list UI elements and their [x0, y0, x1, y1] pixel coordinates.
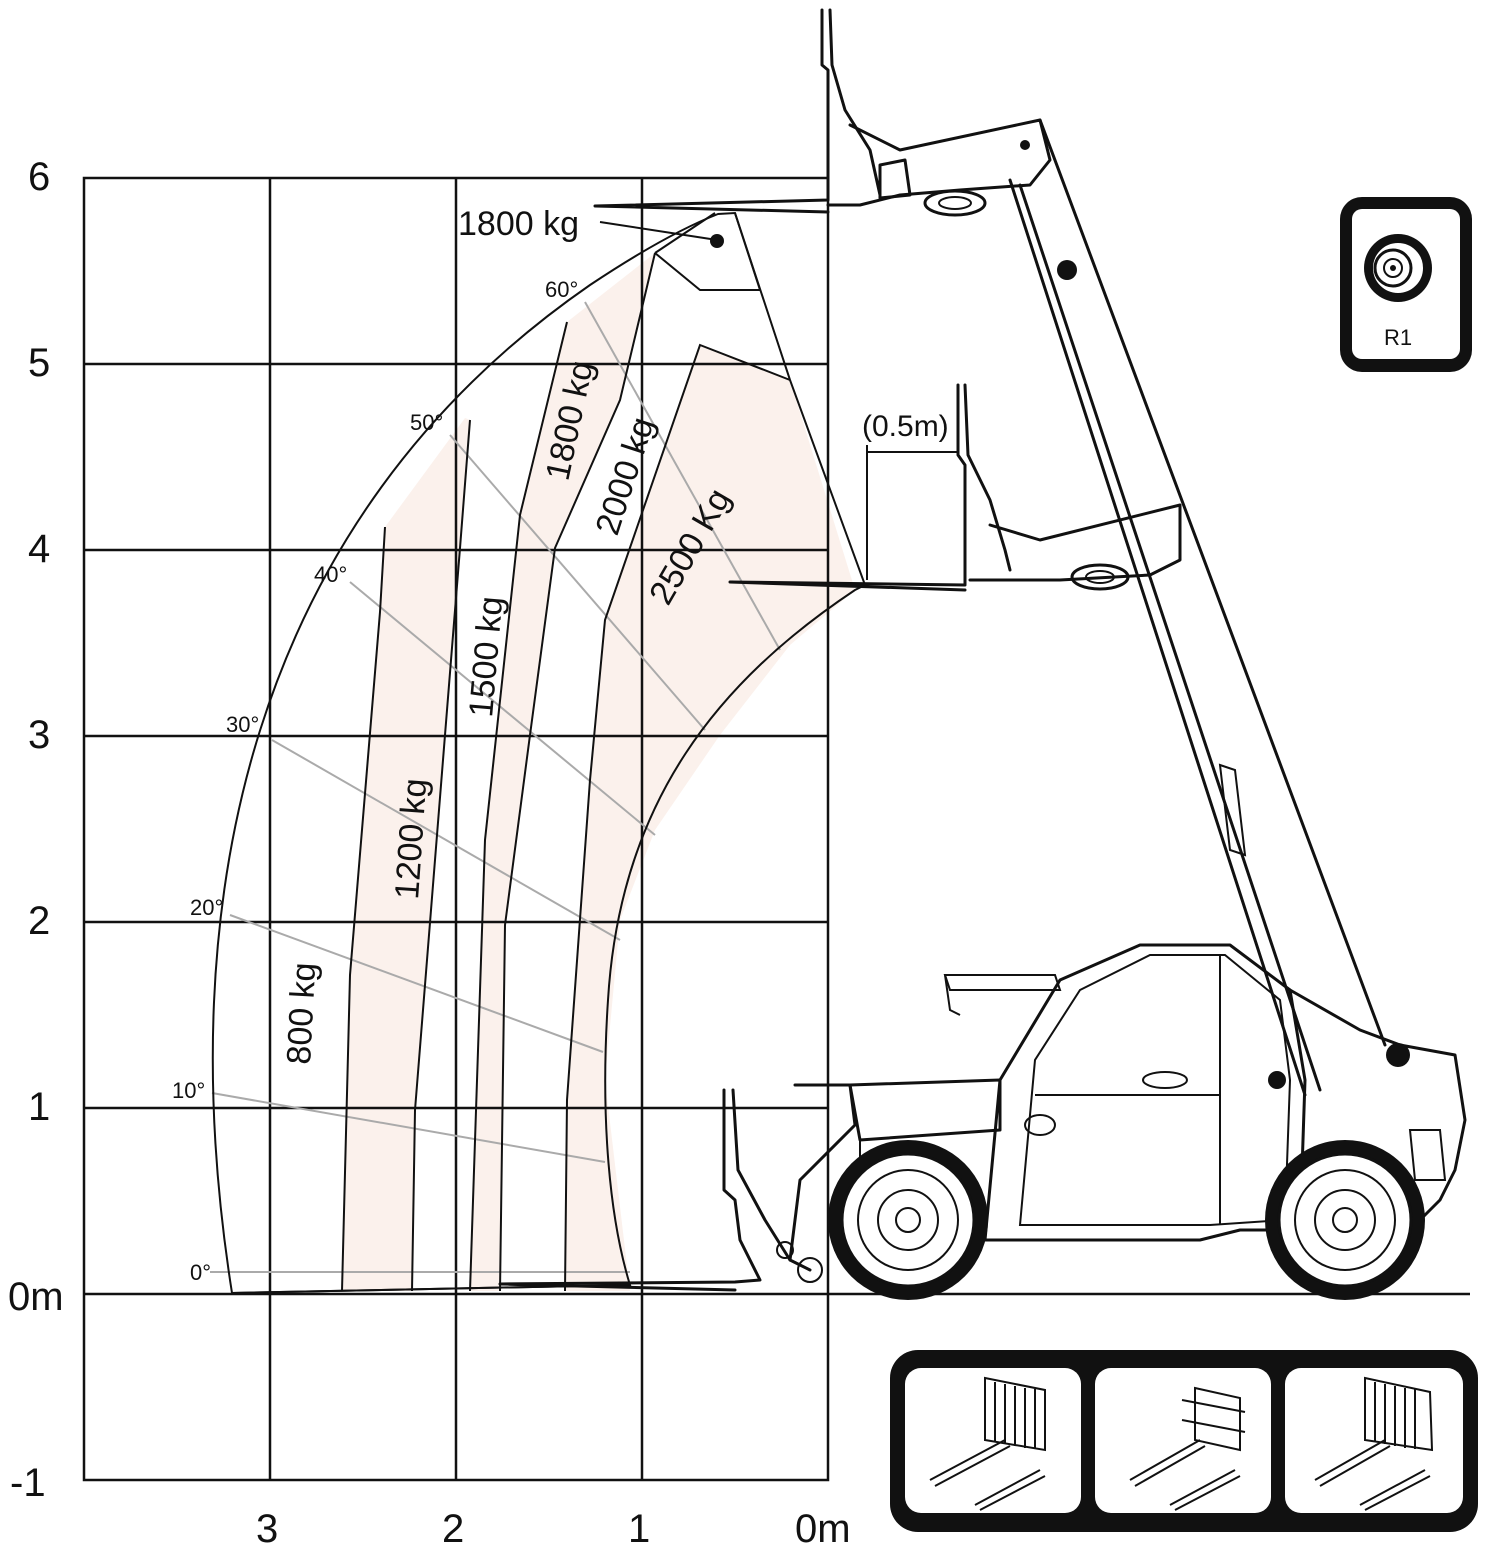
zone-label-1200kg: 1200 kg	[388, 777, 434, 900]
y-tick-4: 4	[28, 527, 50, 571]
callout-dot	[710, 234, 724, 248]
fork-carriage-icon	[1314, 1376, 1434, 1511]
rear-wheel	[1265, 1140, 1425, 1300]
zone-label-800kg: 800 kg	[280, 961, 323, 1065]
y-tick-0m: 0m	[8, 1275, 64, 1319]
angle-label-20: 20°	[190, 895, 223, 920]
angle-line-30	[271, 739, 621, 941]
angle-label-30: 30°	[226, 712, 259, 737]
callout-leader	[599, 221, 718, 241]
y-tick-5: 5	[28, 341, 50, 385]
front-wheel	[828, 1140, 988, 1300]
angle-label-0: 0°	[190, 1260, 211, 1285]
attachment-1	[905, 1368, 1081, 1513]
fork-bottom	[498, 1083, 857, 1292]
angle-label-50: 50°	[410, 410, 443, 435]
tire-badge: R1	[1340, 197, 1472, 372]
zone-1200kg-fill	[342, 418, 470, 1291]
x-tick-2: 2	[442, 1507, 464, 1551]
angle-line-60	[584, 301, 781, 651]
tire-badge-label: R1	[1384, 325, 1412, 350]
top-zone-line	[654, 252, 760, 291]
attachment-2	[1095, 1368, 1271, 1513]
tire-icon	[1364, 234, 1432, 302]
load-zones	[342, 253, 855, 1291]
boundary-2000-2500	[564, 343, 791, 1292]
angle-label-60: 60°	[545, 277, 578, 302]
angle-lines	[210, 301, 781, 1273]
boundary-1200-1500	[411, 419, 471, 1292]
angle-labels: 0° 10° 20° 30° 40° 50° 60°	[172, 277, 578, 1285]
boundary-1500-1800	[469, 321, 568, 1292]
y-axis-labels: 6 5 4 3 2 1 0m -1	[8, 155, 64, 1505]
zone-1800kg-fill	[470, 253, 655, 1291]
boundary-1800-2000	[499, 252, 656, 1292]
x-axis-labels: 3 2 1 0m	[256, 1507, 851, 1551]
angle-line-10	[211, 1092, 606, 1163]
angle-line-40	[349, 581, 656, 836]
y-tick-minus1: -1	[10, 1461, 46, 1505]
attachment-3	[1285, 1368, 1463, 1513]
angle-label-40: 40°	[314, 562, 347, 587]
y-tick-3: 3	[28, 713, 50, 757]
y-tick-2: 2	[28, 899, 50, 943]
grid	[82, 176, 1470, 1482]
x-tick-3: 3	[256, 1507, 278, 1551]
angle-label-10: 10°	[172, 1078, 205, 1103]
boom	[1008, 118, 1387, 1097]
outer-envelope	[211, 211, 867, 1295]
x-tick-0m: 0m	[795, 1507, 851, 1551]
angle-line-20	[229, 914, 604, 1053]
fork-carriage-icon	[929, 1376, 1046, 1511]
x-tick-1: 1	[628, 1507, 650, 1551]
fork-offset-label: (0.5m)	[862, 410, 949, 443]
y-tick-6: 6	[28, 155, 50, 199]
y-tick-1: 1	[28, 1085, 50, 1129]
angle-line-50	[449, 434, 706, 731]
boundary-800-1200	[341, 526, 386, 1292]
max-height-load-label: 1800 kg	[458, 205, 579, 243]
telehandler-machine: (0.5m)	[498, 8, 1467, 1300]
attachments-panel	[890, 1350, 1478, 1532]
fork-top	[593, 8, 1052, 217]
fork-carriage-icon	[1129, 1386, 1246, 1511]
fork-middle: (0.5m)	[728, 383, 1182, 592]
